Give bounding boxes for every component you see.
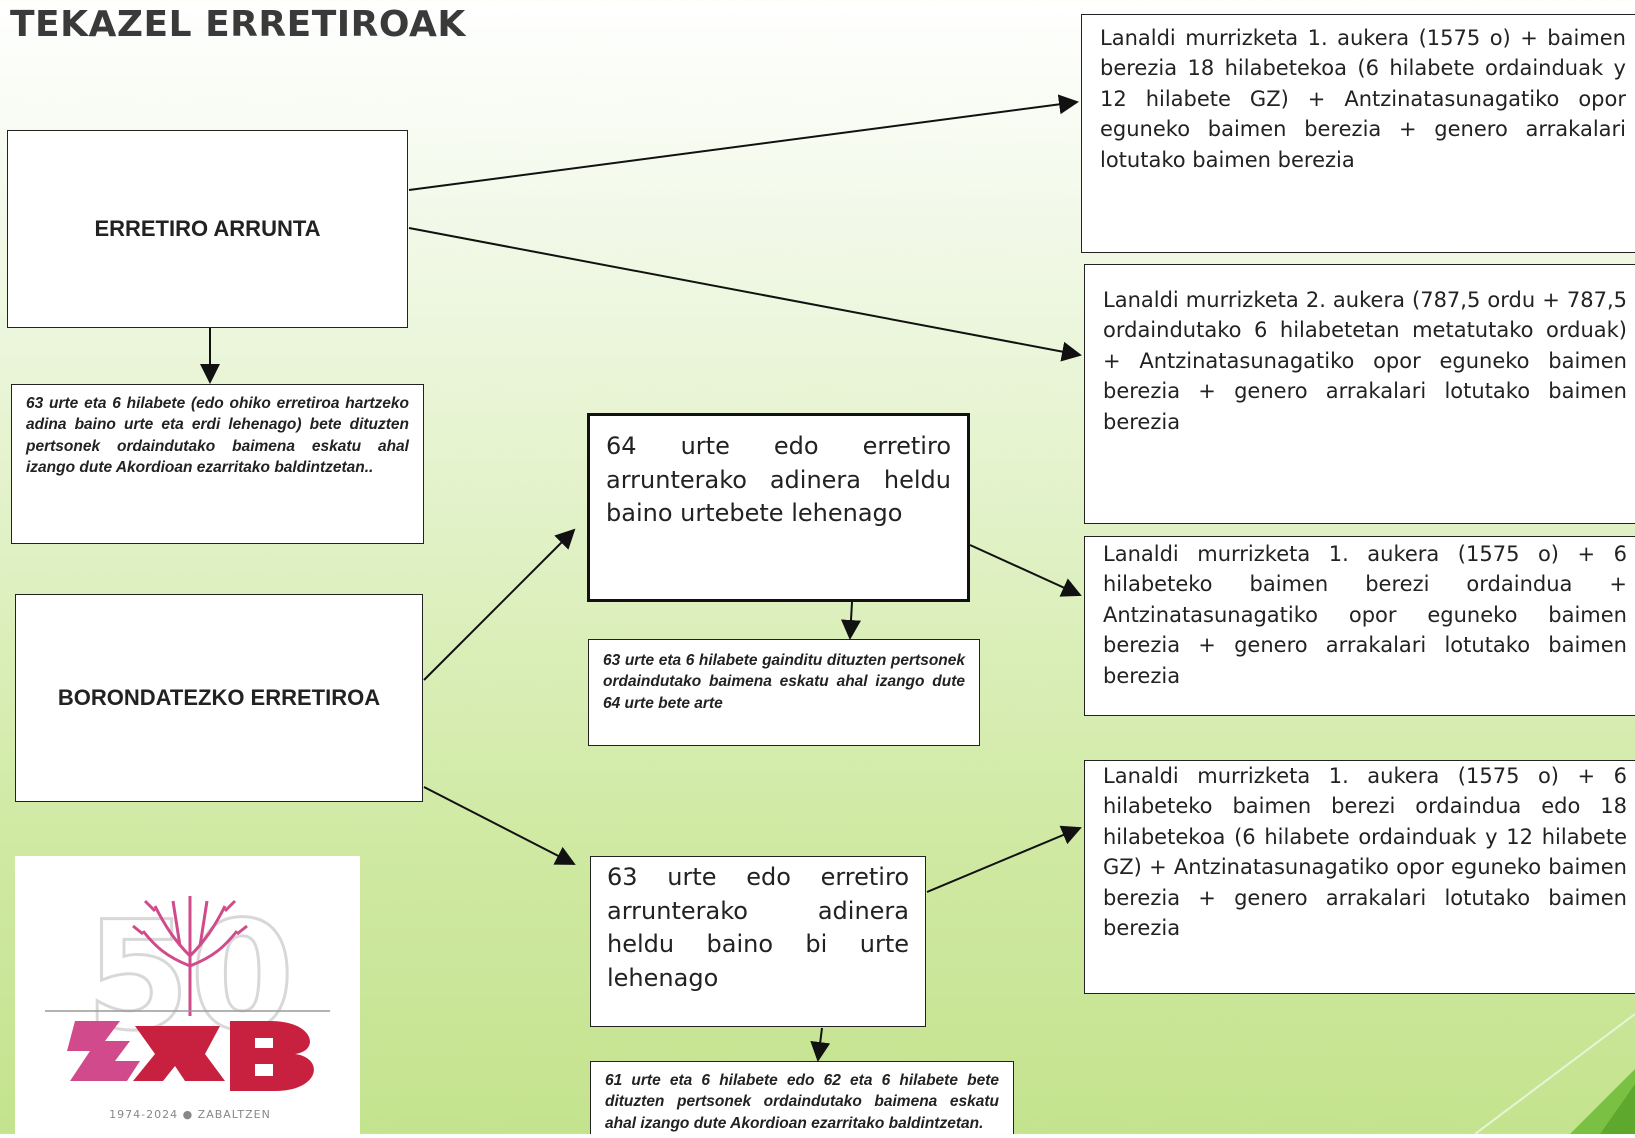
erretiro-arrunta-box: ERRETIRO ARRUNTA bbox=[7, 130, 408, 328]
borondatezko-erretiroa-label: BORONDATEZKO ERRETIROA bbox=[57, 685, 381, 710]
arrow-borondatezko-to-mid-63 bbox=[423, 786, 576, 865]
erretiro-arrunta-note: 63 urte eta 6 hilabete (edo ohiko erreti… bbox=[11, 384, 424, 544]
corner-decoration-icon bbox=[1475, 1013, 1635, 1134]
option-1-box: Lanaldi murrizketa 1. aukera (1575 o) + … bbox=[1081, 14, 1635, 253]
option-2-box: Lanaldi murrizketa 2. aukera (787,5 ordu… bbox=[1084, 264, 1635, 524]
mid-63-box: 63 urte edo erretiro arrunterako adinera… bbox=[590, 856, 926, 1027]
logo-caption: 1974-2024 ● ZABALTZEN bbox=[109, 1108, 271, 1121]
arrow-mid-64-to-note bbox=[841, 601, 861, 640]
option-4-box: Lanaldi murrizketa 1. aukera (1575 o) + … bbox=[1084, 760, 1635, 994]
mid-64-note: 63 urte eta 6 hilabete gainditu dituzten… bbox=[588, 639, 980, 746]
arrow-borondatezko-to-mid-64 bbox=[423, 528, 576, 681]
borondatezko-erretiroa-box: BORONDATEZKO ERRETIROA bbox=[15, 594, 423, 802]
page-title: TEKAZEL ERRETIROAK bbox=[10, 4, 466, 45]
erretiro-arrunta-label: ERRETIRO ARRUNTA bbox=[94, 216, 321, 241]
mid-63-note: 61 urte eta 6 hilabete edo 62 eta 6 hila… bbox=[590, 1061, 1014, 1134]
arrow-mid-63-to-option-4 bbox=[926, 825, 1082, 893]
logo-lab-letters-icon bbox=[67, 1021, 314, 1091]
mid-64-box: 64 urte edo erretiro arrunterako adinera… bbox=[587, 413, 970, 602]
lab-50-logo-icon: 50 1974-2024 ● ZABALTZEN bbox=[45, 889, 330, 1121]
logo-tree-icon bbox=[132, 896, 248, 1016]
lab-logo: 50 1974-2024 ● ZABALTZEN bbox=[15, 856, 360, 1134]
arrow-arrunta-to-option-1 bbox=[408, 94, 1079, 191]
arrow-mid-63-to-note bbox=[810, 1027, 831, 1062]
arrow-mid-64-to-option-3 bbox=[969, 544, 1082, 597]
option-3-box: Lanaldi murrizketa 1. aukera (1575 o) + … bbox=[1084, 536, 1635, 716]
arrow-arrunta-to-option-2 bbox=[408, 227, 1082, 362]
